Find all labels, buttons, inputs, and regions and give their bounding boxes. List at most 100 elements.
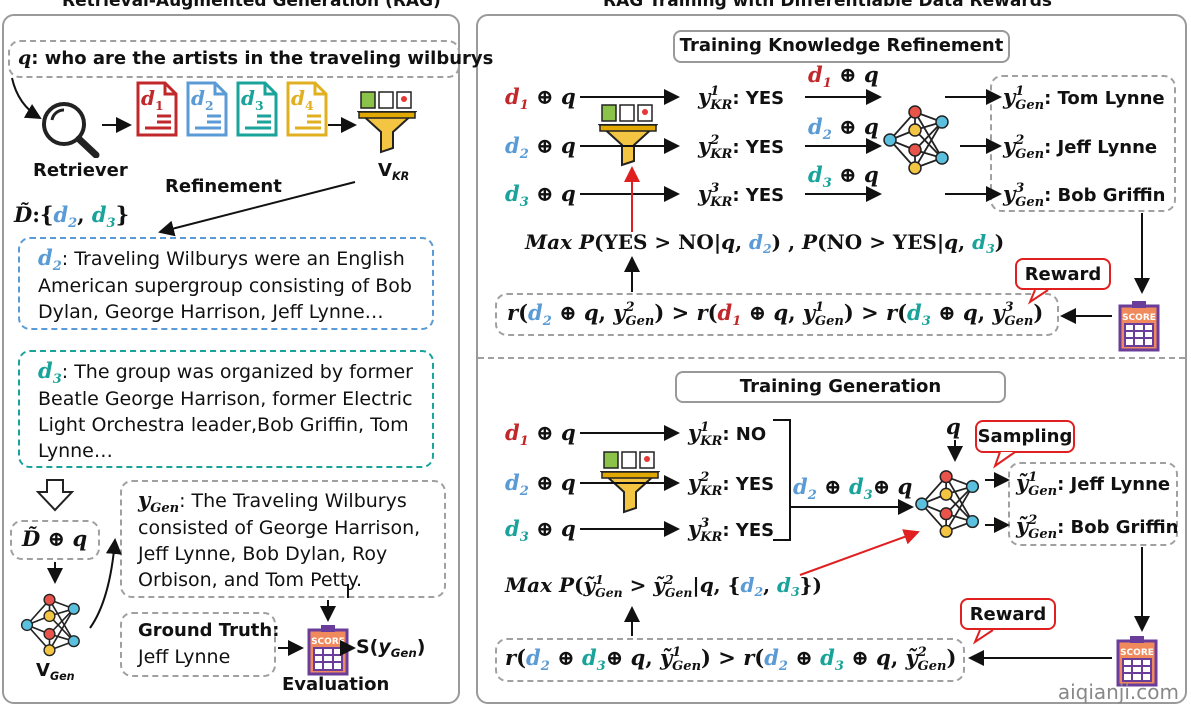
math-segment: ⊕ <box>831 162 864 187</box>
math-segment: ⊕ <box>528 84 561 109</box>
math-segment: D̃ <box>14 202 33 227</box>
training-knowledge-refinement-header: Training Knowledge Refinement <box>673 30 1010 63</box>
math-segment: q <box>560 84 576 109</box>
dtilde-q-text: D̃ ⊕ q <box>22 526 87 551</box>
math-segment: > <box>622 573 654 597</box>
section-divider <box>478 357 1185 359</box>
math-segment: }) <box>799 573 822 597</box>
document-icon: d3 <box>235 80 279 142</box>
ground-truth-label: Ground Truth: <box>138 620 280 641</box>
math-segment: ( <box>516 645 527 670</box>
funnel-filter-icon <box>598 104 658 167</box>
math-segment: : Jeff Lynne <box>1044 137 1158 158</box>
math-segment: : YES <box>722 474 775 495</box>
watermark: aiqianji.com <box>1057 680 1179 704</box>
tkr-reward-bubble: Reward <box>1015 258 1111 290</box>
math-segment: ⊕ <box>528 516 561 541</box>
svg-text:SCORE: SCORE <box>311 637 345 647</box>
math-segment: , <box>958 230 973 254</box>
math-segment: r <box>886 300 898 325</box>
math-segment: q <box>773 300 789 325</box>
document-label: d4 <box>291 86 314 113</box>
math-segment: ⊕ <box>741 300 774 325</box>
math-segment: : Jeff Lynne <box>1057 474 1171 495</box>
document-label: d2 <box>191 86 214 113</box>
math-segment: V <box>378 160 392 181</box>
math-segment: r <box>743 645 755 670</box>
document-icon: d2 <box>185 80 229 142</box>
math-segment: S( <box>356 636 379 658</box>
query-box: q: who are the artists in the traveling … <box>8 40 493 78</box>
math-segment: q <box>863 162 879 187</box>
math-segment: q <box>944 230 959 254</box>
math-segment: ) > <box>701 645 744 670</box>
math-segment: q <box>18 47 32 69</box>
math-segment: ⊕ <box>930 300 964 325</box>
search-icon <box>42 102 100 158</box>
svg-text:SCORE: SCORE <box>1122 313 1156 323</box>
math-segment: : NO <box>722 424 767 445</box>
math-segment: : who are the artists in the traveling w… <box>31 48 494 69</box>
math-segment: ⊕ <box>831 62 864 87</box>
math-segment: Max P <box>525 230 595 254</box>
d2-text: : Traveling Wilburys were an English Ame… <box>38 248 412 323</box>
math-segment: q <box>946 414 961 439</box>
math-segment: ⊕ <box>40 526 73 551</box>
math-segment: , <box>77 202 92 227</box>
math-segment: | <box>692 573 700 597</box>
math-segment: ) <box>946 645 957 670</box>
document-icon: d1 <box>135 80 179 142</box>
document-icon: d4 <box>285 80 329 142</box>
math-segment: ( <box>707 300 718 325</box>
math-segment: (NO > YES| <box>817 230 945 254</box>
rag-title: Retrieval-Augmented Generation (RAG) <box>62 0 441 11</box>
document-label: d1 <box>141 86 164 113</box>
query-text: q: who are the artists in the traveling … <box>18 47 493 69</box>
